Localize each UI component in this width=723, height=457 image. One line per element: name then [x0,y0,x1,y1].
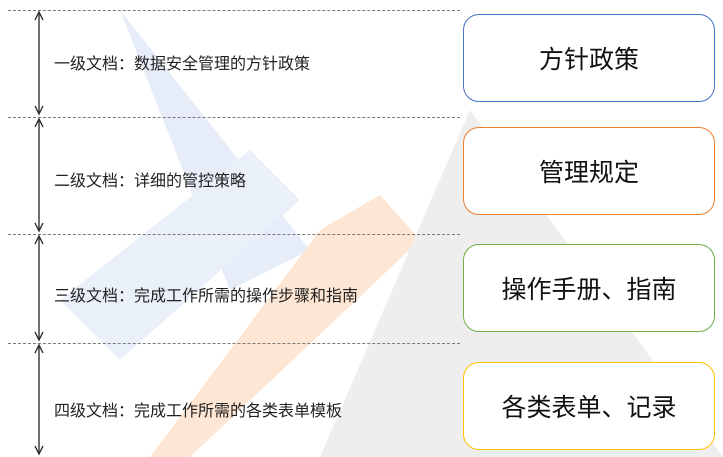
forms-box: 各类表单、记录 [463,362,715,450]
separator-1 [8,10,460,11]
arrow-down-head-3 [34,331,44,342]
arrow-down-head-4 [34,445,44,456]
level-1-label: 一级文档：数据安全管理的方针政策 [54,54,311,73]
level-4-label: 四级文档：完成工作所需的各类表单模板 [54,401,343,420]
arrow-down-head-2 [34,222,44,233]
level-3-label: 三级文档：完成工作所需的操作步骤和指南 [54,286,359,305]
separator-2 [8,117,460,118]
arrow-up-head-1 [34,10,44,21]
manual-box: 操作手册、指南 [463,244,715,332]
separator-3 [8,234,460,235]
arrow-up-head-4 [34,343,44,354]
separator-4 [8,343,460,344]
arrow-up-head-2 [34,117,44,128]
level-2-label: 二级文档：详细的管控策略 [54,171,247,190]
watermark-shape-blue [120,10,310,290]
policy-box: 方针政策 [463,14,715,102]
arrow-down-head-1 [34,105,44,116]
regulation-box: 管理规定 [463,127,715,215]
arrow-up-head-3 [34,234,44,245]
